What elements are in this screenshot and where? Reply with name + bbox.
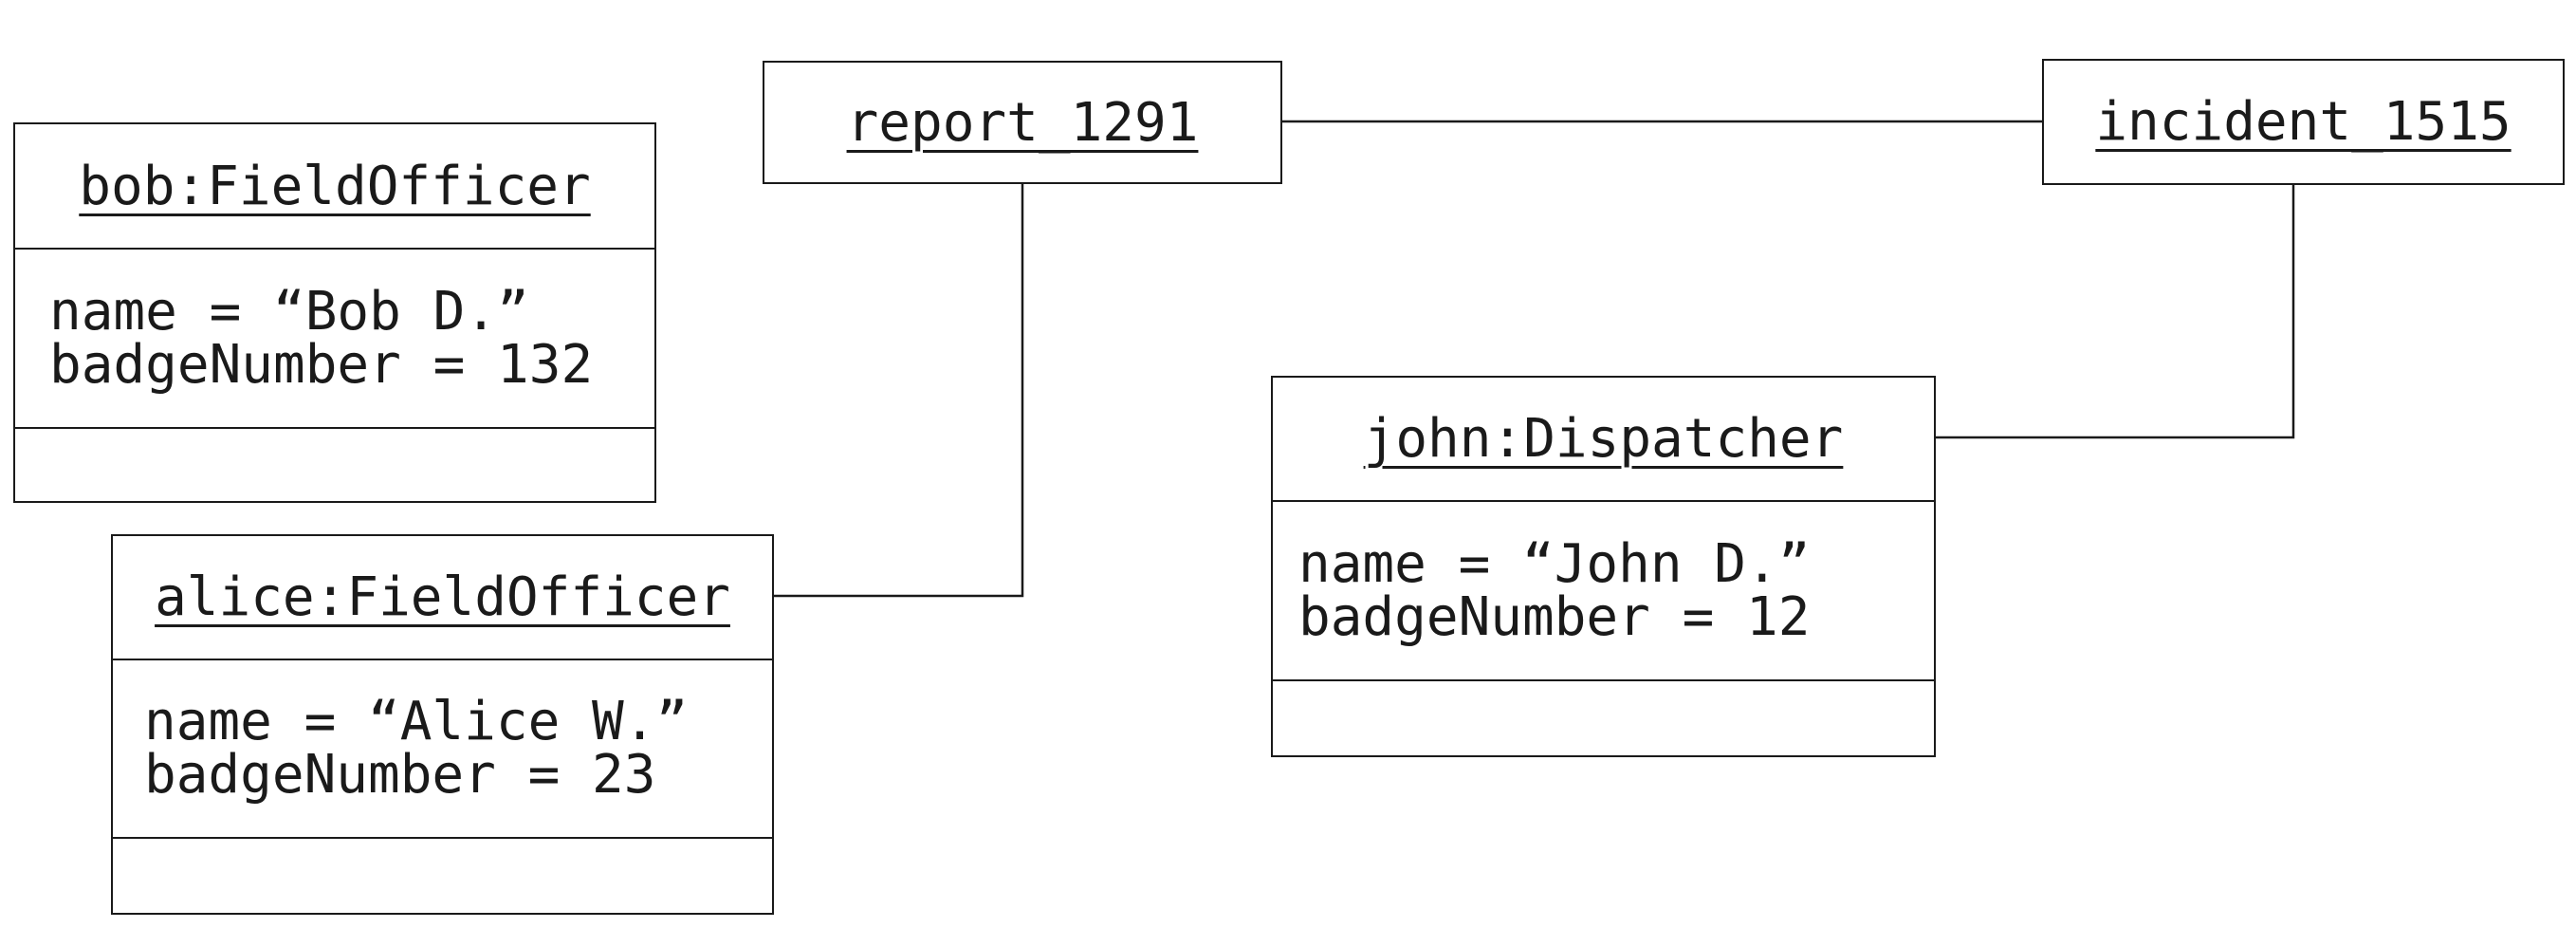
operation-compartment <box>1273 679 1934 755</box>
object-title: bob:FieldOfficer <box>15 124 654 248</box>
attribute-name: name = “Alice W.” <box>144 691 689 752</box>
object-title-text: alice:FieldOfficer <box>155 566 730 628</box>
attribute-badge-number: badgeNumber = 23 <box>144 744 656 806</box>
operation-compartment <box>15 427 654 501</box>
attribute-name: name = “Bob D.” <box>49 280 529 343</box>
attribute-compartment: name = “Bob D.” badgeNumber = 132 <box>15 248 654 427</box>
attribute-badge-number: badgeNumber = 132 <box>49 333 594 396</box>
attribute-compartment: name = “John D.” badgeNumber = 12 <box>1273 500 1934 679</box>
object-title-text: john:Dispatcher <box>1363 408 1844 470</box>
link-report-alice <box>771 181 1024 598</box>
object-title-text: bob:FieldOfficer <box>79 155 591 217</box>
object-title: john:Dispatcher <box>1273 378 1934 500</box>
object-title: report_1291 <box>764 63 1280 182</box>
operation-compartment <box>113 837 772 913</box>
link-incident-john <box>1933 183 2295 439</box>
object-bob[interactable]: bob:FieldOfficer name = “Bob D.” badgeNu… <box>13 122 656 503</box>
object-john[interactable]: john:Dispatcher name = “John D.” badgeNu… <box>1271 376 1936 757</box>
attribute-compartment: name = “Alice W.” badgeNumber = 23 <box>113 659 772 837</box>
object-title-text: incident_1515 <box>2095 91 2512 153</box>
object-title-text: report_1291 <box>846 91 1199 154</box>
object-title: incident_1515 <box>2044 61 2563 183</box>
attribute-badge-number: badgeNumber = 12 <box>1298 585 1811 648</box>
object-report[interactable]: report_1291 <box>763 61 1282 184</box>
object-alice[interactable]: alice:FieldOfficer name = “Alice W.” bad… <box>111 534 774 915</box>
object-title: alice:FieldOfficer <box>113 536 772 659</box>
object-incident[interactable]: incident_1515 <box>2042 59 2565 185</box>
attribute-name: name = “John D.” <box>1298 532 1811 595</box>
